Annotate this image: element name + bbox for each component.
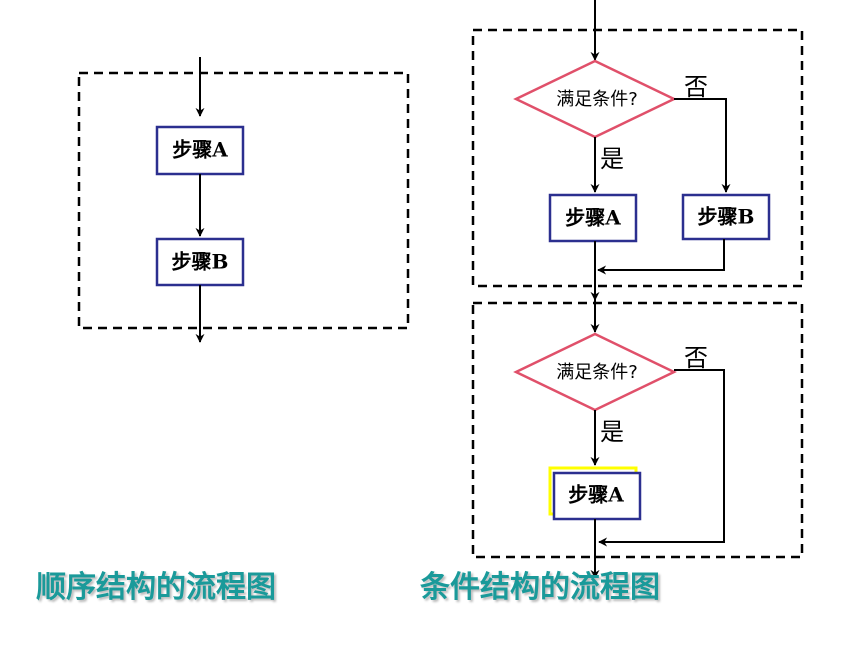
- sequence-step-b-box: 步骤B: [155, 237, 245, 287]
- selection-step-a-label: 步骤A: [565, 206, 621, 230]
- selection-step-a-box: 步骤A: [548, 193, 638, 243]
- selection-condition-label: 满足条件?: [556, 89, 638, 110]
- sequence-dashed-frame: [77, 71, 410, 330]
- selection-no-label: 否: [684, 73, 708, 101]
- loop-step-a-box: 步骤A: [548, 466, 642, 521]
- selection-condition-diamond: 满足条件?: [513, 59, 677, 139]
- sequence-step-a-label: 步骤A: [172, 138, 228, 162]
- loop-no-label: 否: [684, 344, 708, 372]
- selection-step-b-box: 步骤B: [681, 193, 771, 241]
- loop-condition-diamond: 满足条件?: [513, 332, 677, 412]
- loop-condition-label: 满足条件?: [556, 362, 638, 383]
- loop-no-branch-arrow: [598, 369, 725, 547]
- sequence-caption: 顺序结构的流程图: [36, 570, 276, 605]
- selection-step-b-label: 步骤B: [698, 205, 755, 229]
- selection-no-branch-arrow: [674, 98, 731, 193]
- sequence-step-a-box: 步骤A: [155, 125, 245, 176]
- loop-dashed-frame: [471, 301, 804, 559]
- selection-dashed-frame: [471, 28, 804, 288]
- loop-step-a-label: 步骤A: [568, 483, 624, 507]
- selection-yes-label: 是: [600, 145, 624, 173]
- loop-yes-label: 是: [600, 418, 624, 446]
- selection-merge-arrow: [597, 239, 725, 275]
- sequence-step-b-label: 步骤B: [172, 250, 229, 274]
- conditional-caption: 条件结构的流程图: [420, 570, 660, 605]
